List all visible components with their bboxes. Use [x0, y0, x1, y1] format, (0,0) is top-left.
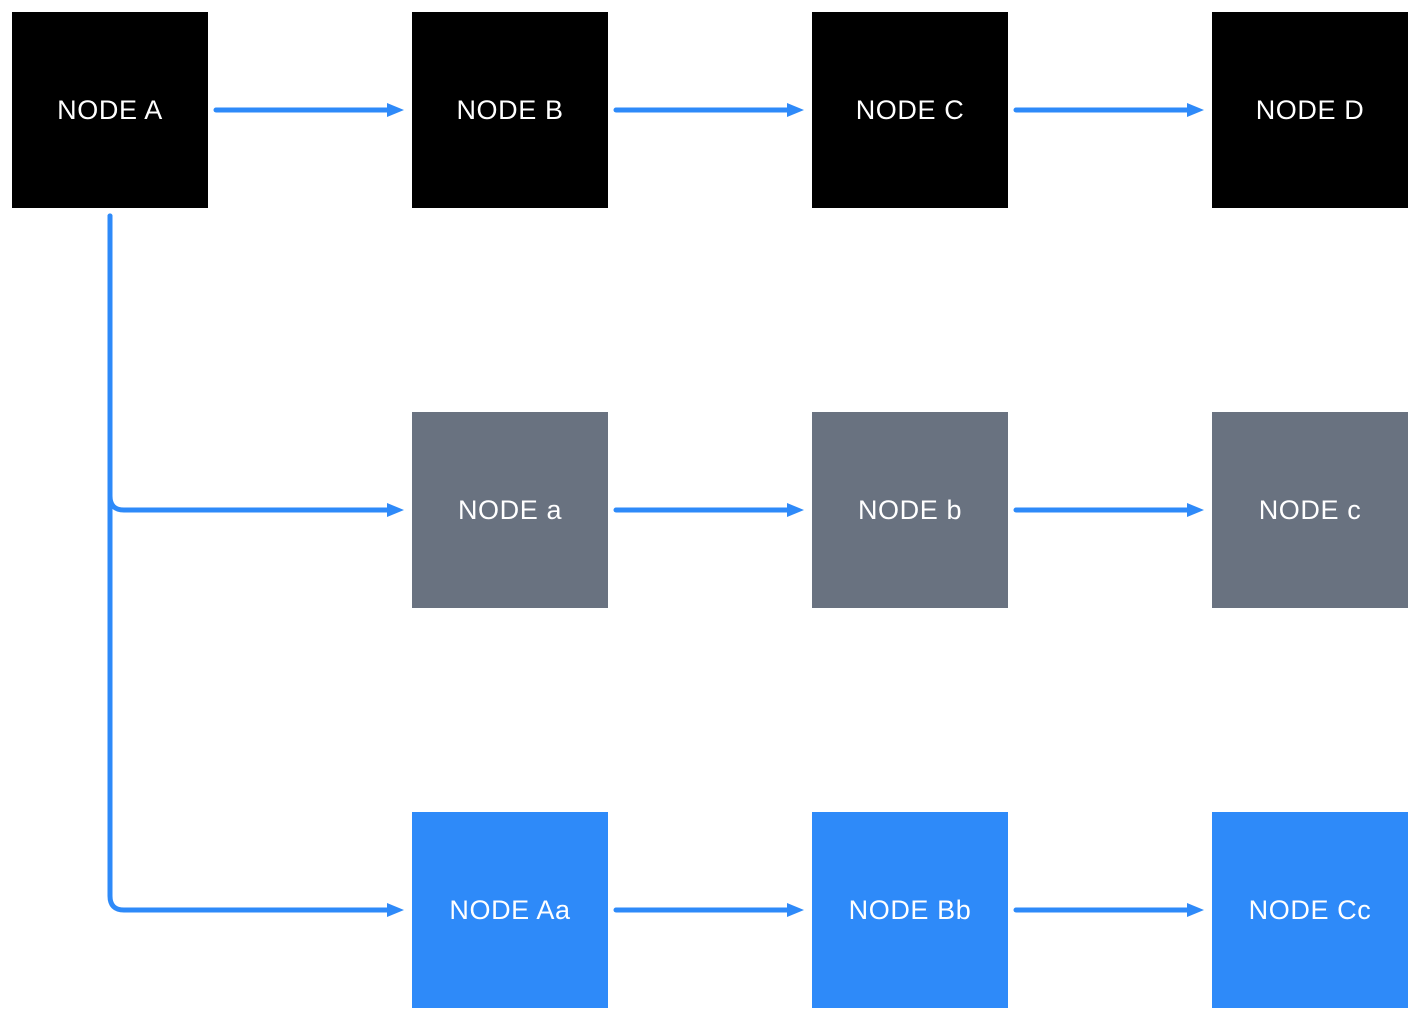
- node-c: NODE c: [1212, 412, 1408, 608]
- node-label: NODE c: [1258, 494, 1362, 525]
- node-D: NODE D: [1212, 12, 1408, 208]
- node-label: NODE Bb: [848, 894, 972, 925]
- node-label: NODE C: [855, 94, 965, 125]
- node-b: NODE b: [812, 412, 1008, 608]
- node-label: NODE Aa: [449, 894, 571, 925]
- edge-A-Aa: [107, 213, 404, 917]
- node-label: NODE Cc: [1248, 894, 1372, 925]
- node-label: NODE A: [57, 94, 163, 125]
- node-Bb: NODE Bb: [812, 812, 1008, 1008]
- edge-A-a: [107, 213, 404, 517]
- node-label: NODE b: [857, 494, 963, 525]
- node-label: NODE B: [456, 94, 564, 125]
- node-a: NODE a: [412, 412, 608, 608]
- node-label: NODE a: [457, 494, 563, 525]
- node-Aa: NODE Aa: [412, 812, 608, 1008]
- node-A: NODE A: [12, 12, 208, 208]
- node-label: NODE D: [1255, 94, 1365, 125]
- node-Cc: NODE Cc: [1212, 812, 1408, 1008]
- node-C: NODE C: [812, 12, 1008, 208]
- node-B: NODE B: [412, 12, 608, 208]
